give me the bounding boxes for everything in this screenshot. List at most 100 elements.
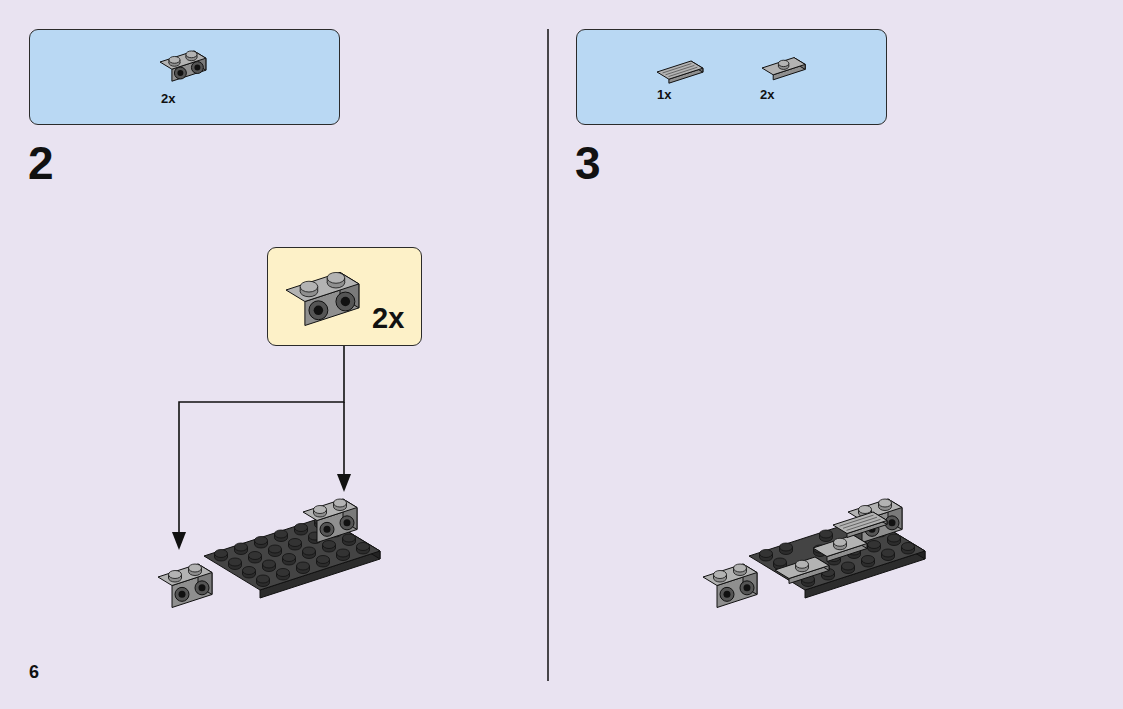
stud xyxy=(355,538,356,542)
grey-brick xyxy=(703,564,757,586)
stud xyxy=(314,509,327,517)
stud xyxy=(317,559,330,567)
stud xyxy=(337,549,350,557)
side-stud xyxy=(309,301,328,320)
stud xyxy=(879,503,892,507)
stud xyxy=(772,554,773,558)
stud xyxy=(287,534,288,538)
side-stud xyxy=(885,516,899,530)
stud xyxy=(275,534,288,542)
stud xyxy=(343,538,356,542)
stud xyxy=(774,558,787,566)
stud xyxy=(873,530,874,534)
stud xyxy=(188,568,189,572)
stud xyxy=(249,555,262,563)
stud xyxy=(714,571,727,579)
stud xyxy=(882,553,895,557)
stud xyxy=(326,510,327,514)
stud xyxy=(344,278,345,283)
stud xyxy=(289,543,302,547)
arrowhead xyxy=(172,532,186,550)
stud xyxy=(229,558,242,566)
grey-brick xyxy=(317,508,357,543)
stud xyxy=(254,541,255,545)
stud xyxy=(842,566,855,570)
stud xyxy=(283,557,296,565)
stud xyxy=(169,56,180,63)
side-stud xyxy=(341,297,350,306)
stud xyxy=(289,539,302,547)
stud xyxy=(862,556,875,564)
stud xyxy=(322,545,323,549)
stud xyxy=(826,549,827,553)
stud xyxy=(295,524,308,532)
stud xyxy=(307,528,308,532)
grey-brick xyxy=(691,61,703,72)
side-stud xyxy=(194,65,200,71)
grey-brick xyxy=(194,51,206,70)
side-stud xyxy=(174,67,186,79)
stud xyxy=(734,568,747,576)
stud xyxy=(263,564,276,568)
stud xyxy=(860,521,873,525)
stud xyxy=(778,60,788,66)
stud xyxy=(327,278,345,283)
stud xyxy=(848,551,861,559)
grey-brick xyxy=(343,499,357,530)
side-stud xyxy=(179,591,186,598)
stud xyxy=(243,571,256,575)
side-stud xyxy=(724,591,731,598)
stud xyxy=(316,560,317,564)
grey-brick xyxy=(853,535,867,549)
stud xyxy=(726,575,727,579)
stud xyxy=(303,547,316,555)
stud xyxy=(234,547,235,551)
grey-brick xyxy=(172,573,212,608)
stud xyxy=(840,558,841,562)
stud xyxy=(819,534,820,538)
stud xyxy=(346,503,347,507)
divider xyxy=(547,29,549,681)
stud xyxy=(854,566,855,570)
stud xyxy=(314,506,327,514)
stud xyxy=(859,509,872,517)
grey-brick xyxy=(888,499,902,530)
stud xyxy=(169,575,182,579)
side-stud xyxy=(320,522,334,536)
stud xyxy=(787,571,788,575)
stud xyxy=(820,534,833,542)
grey-brick xyxy=(762,58,805,75)
stud xyxy=(215,553,228,561)
stud xyxy=(800,571,801,575)
stud xyxy=(879,499,892,507)
stud xyxy=(196,54,197,57)
stud xyxy=(833,542,834,546)
stud xyxy=(168,60,169,63)
stud xyxy=(773,562,774,566)
stud xyxy=(215,554,228,558)
stud xyxy=(328,530,329,534)
stud xyxy=(902,543,915,551)
stud xyxy=(275,534,288,538)
stud xyxy=(760,550,773,558)
side-stud xyxy=(340,516,354,530)
stud xyxy=(309,532,322,540)
side-stud xyxy=(191,62,203,74)
stud xyxy=(247,547,248,551)
grey-brick xyxy=(833,512,887,534)
tile-groove xyxy=(840,515,874,526)
step-number: 2 xyxy=(28,140,54,186)
stud xyxy=(874,560,875,564)
stud xyxy=(832,534,833,538)
stud xyxy=(189,568,202,576)
side-stud xyxy=(199,584,206,591)
stud xyxy=(814,579,815,583)
stud xyxy=(235,547,248,551)
stud xyxy=(309,536,322,540)
tile-groove xyxy=(847,519,881,530)
stud xyxy=(317,556,330,564)
stud xyxy=(296,566,297,570)
stud xyxy=(297,566,310,570)
